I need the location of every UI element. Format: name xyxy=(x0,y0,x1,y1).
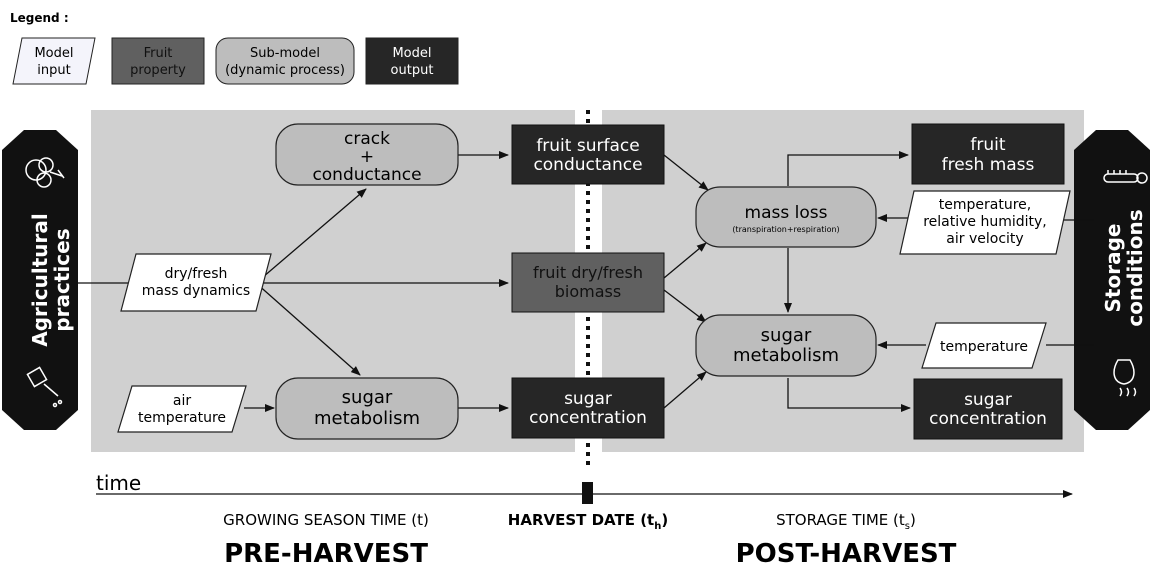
svg-text:Storage: Storage xyxy=(1101,224,1125,313)
sugar-metabolism-post-node: sugar metabolism xyxy=(695,314,877,377)
svg-text:sugar: sugar xyxy=(342,387,393,408)
svg-text:Model: Model xyxy=(392,46,431,61)
tree-icon xyxy=(25,157,65,188)
svg-text:metabolism: metabolism xyxy=(733,345,839,366)
svg-text:conditions: conditions xyxy=(1123,209,1147,326)
sugar-concentration-pre-node: sugar concentration xyxy=(511,377,665,439)
agricultural-practices-tag: Agricultural practices xyxy=(2,130,78,430)
harvest-marker xyxy=(582,482,593,504)
fruit-surface-conductance-node: fruit surface conductance xyxy=(511,124,665,185)
humidity-icon xyxy=(1113,359,1137,397)
svg-text:sugar: sugar xyxy=(761,325,812,346)
svg-text:biomass: biomass xyxy=(555,282,621,301)
svg-text:temperature: temperature xyxy=(940,339,1028,355)
svg-text:dry/fresh: dry/fresh xyxy=(165,266,228,282)
legend-model-output: Model output xyxy=(365,37,459,85)
legend-fruit-property: Fruit property xyxy=(111,37,205,85)
connectors xyxy=(78,151,1094,412)
storage-inputs-node: temperature, relative humidity, air velo… xyxy=(899,190,1071,255)
svg-text:Fruit: Fruit xyxy=(144,46,173,61)
svg-text:metabolism: metabolism xyxy=(314,408,420,429)
storage-conditions-tag: Storage conditions xyxy=(1074,130,1150,430)
svg-text:sugar: sugar xyxy=(964,390,1012,410)
mass-loss-node: mass loss (transpiration+respiration) xyxy=(695,186,877,248)
svg-text:mass dynamics: mass dynamics xyxy=(142,283,250,299)
svg-text:fruit surface: fruit surface xyxy=(536,136,639,156)
watering-can-icon xyxy=(26,366,63,408)
legend-title: Legend : xyxy=(10,11,69,25)
fruit-biomass-node: fruit dry/fresh biomass xyxy=(511,252,665,313)
svg-text:crack: crack xyxy=(344,129,390,149)
svg-text:+: + xyxy=(360,147,374,167)
temperature-node: temperature xyxy=(921,322,1047,369)
svg-text:concentration: concentration xyxy=(929,409,1047,429)
svg-text:Agricultural: Agricultural xyxy=(28,213,52,346)
dry-fresh-mass-node: dry/fresh mass dynamics xyxy=(120,253,272,312)
growing-season-label: GROWING SEASON TIME (t) xyxy=(223,511,429,529)
svg-text:Sub-model: Sub-model xyxy=(250,46,320,61)
fruit-fresh-mass-node: fruit fresh mass xyxy=(911,123,1065,185)
svg-text:Model: Model xyxy=(34,46,73,61)
svg-text:(transpiration+respiration): (transpiration+respiration) xyxy=(732,225,839,234)
svg-text:temperature,: temperature, xyxy=(939,197,1031,213)
svg-text:temperature: temperature xyxy=(138,410,226,426)
svg-text:practices: practices xyxy=(50,228,74,331)
svg-text:fruit: fruit xyxy=(970,135,1005,155)
thermometer-icon xyxy=(1103,170,1148,184)
harvest-date-label: HARVEST DATE (th) xyxy=(508,511,668,532)
svg-text:fruit dry/fresh: fruit dry/fresh xyxy=(533,263,643,282)
time-label: time xyxy=(96,471,141,495)
legend-model-input: Model input xyxy=(12,37,96,85)
svg-text:conductance: conductance xyxy=(312,165,421,185)
post-harvest-label: POST-HARVEST xyxy=(736,539,957,568)
air-temperature-node: air temperature xyxy=(117,385,247,433)
svg-text:(dynamic process): (dynamic process) xyxy=(225,63,345,78)
svg-text:property: property xyxy=(130,63,186,78)
svg-text:air: air xyxy=(173,393,191,409)
svg-text:concentration: concentration xyxy=(529,408,647,428)
storage-time-label: STORAGE TIME (ts) xyxy=(776,511,916,532)
svg-text:sugar: sugar xyxy=(564,389,612,409)
svg-text:fresh mass: fresh mass xyxy=(942,155,1035,175)
svg-text:output: output xyxy=(391,63,434,78)
svg-text:air velocity: air velocity xyxy=(946,231,1023,247)
sugar-metabolism-pre-node: sugar metabolism xyxy=(275,377,459,440)
svg-text:mass loss: mass loss xyxy=(745,203,828,223)
crack-conductance-node: crack + conductance xyxy=(275,123,459,186)
pre-harvest-label: PRE-HARVEST xyxy=(224,539,428,568)
svg-text:input: input xyxy=(37,63,70,78)
sugar-concentration-post-node: sugar concentration xyxy=(913,378,1063,440)
svg-text:relative humidity,: relative humidity, xyxy=(923,214,1047,230)
svg-text:conductance: conductance xyxy=(533,155,642,175)
legend-sub-model: Sub-model (dynamic process) xyxy=(215,37,355,85)
